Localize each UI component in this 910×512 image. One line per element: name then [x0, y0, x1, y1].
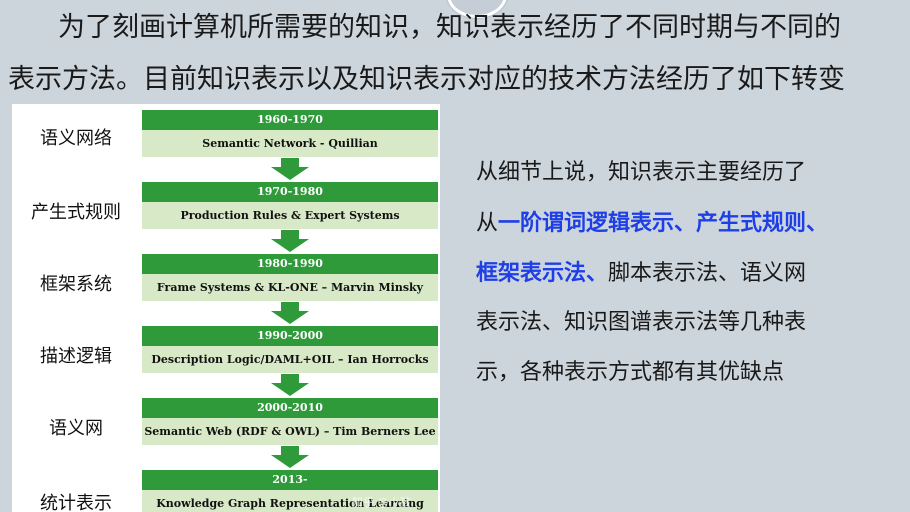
timeline-label: 框架系统 [40, 274, 112, 295]
summary-line-4: 表示法、知识图谱表示法等几种表 [476, 310, 807, 335]
timeline-label: 统计表示 [40, 493, 112, 512]
timeline-row: 产生式规则 1970-1980 Production Rules & Exper… [12, 182, 440, 234]
down-arrow-icon [271, 158, 309, 180]
down-arrow-icon [271, 374, 309, 396]
summary-text: 从 [476, 211, 499, 236]
timeline-desc: Description Logic/DAML+OIL – Ian Horrock… [142, 346, 438, 373]
timeline-box: 1990-2000 Description Logic/DAML+OIL – I… [142, 326, 438, 373]
timeline-year: 1960-1970 [142, 110, 438, 130]
down-arrow-icon [271, 446, 309, 468]
timeline-box: 1960-1970 Semantic Network - Quillian [142, 110, 438, 157]
timeline-label: 语义网络 [40, 128, 112, 149]
timeline-year: 1970-1980 [142, 182, 438, 202]
summary-line-2: 从一阶谓词逻辑表示、产生式规则、 [476, 198, 910, 248]
timeline-desc: Production Rules & Expert Systems [142, 202, 438, 229]
timeline-year: 2000-2010 [142, 398, 438, 418]
timeline-label: 产生式规则 [31, 202, 121, 223]
timeline-row: 语义网 2000-2010 Semantic Web (RDF & OWL) –… [12, 398, 440, 450]
intro-line-2: 表示方法。目前知识表示以及知识表示对应的技术方法经历了如下转变 [8, 64, 845, 95]
timeline-box: 2000-2010 Semantic Web (RDF & OWL) – Tim… [142, 398, 438, 445]
timeline-year: 2013- [142, 470, 438, 490]
down-arrow-icon [271, 230, 309, 252]
summary-highlight: 框架表示法、 [476, 260, 609, 286]
timeline-label: 语义网 [49, 418, 103, 439]
timeline-desc: Frame Systems & KL-ONE – Marvin Minsky [142, 274, 438, 301]
timeline-year: 1980-1990 [142, 254, 438, 274]
down-arrow-icon [271, 302, 309, 324]
timeline-desc: Semantic Web (RDF & OWL) – Tim Berners L… [142, 418, 438, 445]
intro-line-1: 为了刻画计算机所需要的知识，知识表示经历了不同时期与不同的 [58, 12, 841, 43]
timeline-label: 描述逻辑 [40, 346, 112, 367]
summary-line-3: 框架表示法、脚本表示法、语义网 [476, 248, 910, 298]
timeline-row: 描述逻辑 1990-2000 Description Logic/DAML+OI… [12, 326, 440, 378]
timeline-box: 2013- Knowledge Graph Representation Lea… [142, 470, 438, 512]
summary-text: 脚本表示法、语义网 [608, 261, 807, 286]
intro-paragraph: 为了刻画计算机所需要的知识，知识表示经历了不同时期与不同的 表示方法。目前知识表… [8, 2, 910, 106]
timeline-desc: Semantic Network - Quillian [142, 130, 438, 157]
knowledge-representation-timeline: 语义网络 1960-1970 Semantic Network - Quilli… [12, 104, 440, 512]
summary-line-5: 示，各种表示方式都有其优缺点 [476, 360, 785, 385]
watermark: 知乎 @小孩 [352, 496, 411, 509]
timeline-desc: Knowledge Graph Representation Learning [142, 490, 438, 512]
timeline-row: 统计表示 2013- Knowledge Graph Representatio… [12, 470, 440, 512]
summary-highlight: 一阶谓词逻辑表示、产生式规则、 [498, 210, 829, 236]
timeline-row: 框架系统 1980-1990 Frame Systems & KL-ONE – … [12, 254, 440, 306]
summary-paragraph: 从细节上说，知识表示主要经历了 从一阶谓词逻辑表示、产生式规则、 框架表示法、脚… [476, 148, 910, 398]
timeline-box: 1970-1980 Production Rules & Expert Syst… [142, 182, 438, 229]
summary-line-1: 从细节上说，知识表示主要经历了 [476, 160, 807, 185]
timeline-row: 语义网络 1960-1970 Semantic Network - Quilli… [12, 110, 440, 162]
timeline-box: 1980-1990 Frame Systems & KL-ONE – Marvi… [142, 254, 438, 301]
timeline-year: 1990-2000 [142, 326, 438, 346]
